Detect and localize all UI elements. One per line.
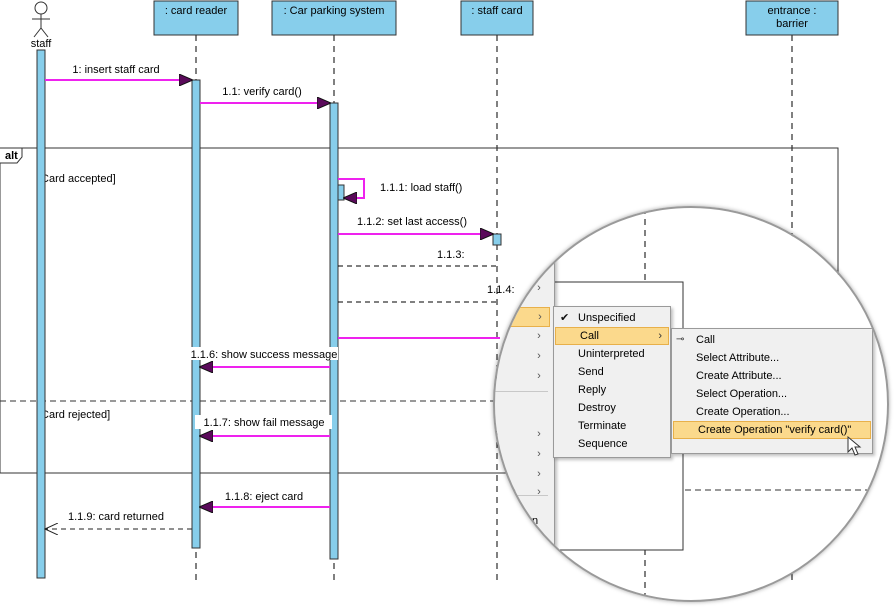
menu-item-label: Call	[696, 334, 715, 346]
menu-item-unspecified[interactable]: ✔ Unspecified	[554, 309, 670, 327]
lifeline-label: : Car parking system	[284, 5, 385, 17]
lifeline-label: : staff card	[471, 5, 522, 17]
message-show-fail[interactable]: 1.1.7: show fail message	[195, 415, 332, 436]
chevron-right-icon[interactable]: ›	[537, 370, 541, 382]
message-label: 1.1.9: card returned	[68, 511, 164, 523]
menu-item-label: Sequence	[578, 438, 628, 450]
chevron-right-icon: ›	[538, 311, 542, 323]
mouse-cursor-icon	[847, 436, 862, 456]
guard-card-rejected: [Card rejected]	[38, 409, 110, 421]
actor-left-leg	[33, 27, 42, 38]
magnifier: › › › › › › › › › › wn ✔ Unspecified Cal…	[495, 208, 887, 600]
lifeline-label-line1: entrance :	[768, 5, 817, 17]
menu-item-label: Select Operation...	[696, 388, 788, 400]
call-arrow-icon: ⊸	[676, 334, 685, 345]
alt-keyword: alt	[5, 150, 18, 162]
message-set-last-access[interactable]: 1.1.2: set last access()	[338, 216, 493, 234]
activation-parking[interactable]	[329, 102, 339, 560]
message-verify-card[interactable]: 1.1: verify card()	[200, 86, 330, 103]
activation-self-call[interactable]	[337, 184, 345, 201]
lifeline-head-barrier[interactable]: entrance : barrier	[745, 0, 839, 36]
message-label: 1.1.1: load staff()	[380, 182, 462, 194]
call-submenu: ⊸ Call Select Attribute... Create Attrib…	[671, 328, 873, 454]
chevron-right-icon[interactable]: ›	[537, 428, 541, 440]
menu-item-label: Select Attribute...	[696, 352, 780, 364]
menu-item-terminate[interactable]: Terminate	[554, 417, 670, 435]
menu-item-create-operation[interactable]: Create Operation...	[672, 403, 872, 421]
menu-item-label: Call	[580, 330, 599, 342]
menu-item-label: Uninterpreted	[578, 348, 645, 360]
activation-card-reader[interactable]	[191, 79, 201, 549]
menu-item-reply[interactable]: Reply	[554, 381, 670, 399]
message-show-success[interactable]: 1.1.6: show success message	[190, 347, 338, 367]
menu-item-label: Send	[578, 366, 604, 378]
menu-item-label: Create Operation "verify card()"	[698, 424, 852, 436]
lifeline-head-card-reader[interactable]: : card reader	[153, 0, 239, 36]
message-label: 1.1.8: eject card	[225, 491, 303, 503]
message-label: 1.1: verify card()	[222, 86, 301, 98]
message-label: 1.1.3:	[437, 249, 465, 261]
menu-divider	[495, 391, 548, 392]
chevron-right-icon[interactable]: ›	[537, 262, 541, 274]
message-context-menu: › › › › › › › › › › wn	[495, 248, 555, 550]
message-load-staff[interactable]: 1.1.1: load staff()	[338, 178, 462, 198]
check-icon: ✔	[560, 312, 570, 324]
menu-item-send[interactable]: Send	[554, 363, 670, 381]
label-bg	[195, 415, 332, 429]
menu-item-label: Reply	[578, 384, 607, 396]
message-label: 1.1.2: set last access()	[357, 216, 467, 228]
menu-item-label: Create Attribute...	[696, 370, 782, 382]
actor-head	[34, 1, 48, 15]
menu-item-label: Unspecified	[578, 312, 636, 324]
chevron-right-icon[interactable]: ›	[537, 330, 541, 342]
menu-item-destroy[interactable]: Destroy	[554, 399, 670, 417]
guard-card-accepted: [Card accepted]	[38, 173, 116, 185]
lifeline-label-line2: barrier	[776, 18, 808, 30]
menu-item-select-operation[interactable]: Select Operation...	[672, 385, 872, 403]
chevron-right-icon[interactable]: ›	[537, 486, 541, 498]
activation-staff[interactable]	[36, 49, 46, 579]
message-label: 1.1.6: show success message	[191, 349, 338, 361]
message-113[interactable]: 1.1.3:	[338, 249, 500, 267]
menu-item-create-attribute[interactable]: Create Attribute...	[672, 367, 872, 385]
message-label: 1.1.7: show fail message	[203, 417, 324, 429]
menu-divider	[495, 495, 548, 496]
message-insert-staff-card[interactable]: 1: insert staff card	[45, 64, 192, 80]
menu-item-label: Destroy	[578, 402, 616, 414]
label-bg	[190, 347, 338, 360]
menu-item-type-highlighted[interactable]: ›	[495, 307, 550, 327]
actor-label: staff	[31, 38, 53, 50]
lifeline-head-staff-card[interactable]: : staff card	[460, 0, 534, 36]
chevron-right-icon[interactable]: ›	[537, 468, 541, 480]
menu-item-call-operation[interactable]: ⊸ Call	[672, 331, 872, 349]
menu-item-sequence[interactable]: Sequence	[554, 435, 670, 453]
menu-item-label: Terminate	[578, 420, 627, 432]
chevron-right-icon[interactable]: ›	[537, 282, 541, 294]
menu-item-create-operation-verify-card[interactable]: Create Operation "verify card()"	[673, 421, 871, 439]
chevron-right-icon: ›	[658, 330, 662, 342]
menu-item-select-attribute[interactable]: Select Attribute...	[672, 349, 872, 367]
chevron-right-icon[interactable]: ›	[537, 350, 541, 362]
lifeline-head-parking[interactable]: : Car parking system	[271, 0, 397, 36]
chevron-right-icon[interactable]: ›	[537, 448, 541, 460]
message-label: 1: insert staff card	[72, 64, 159, 76]
actor-right-leg	[40, 27, 49, 38]
message-eject-card[interactable]: 1.1.8: eject card	[200, 491, 330, 507]
actor-staff[interactable]: staff	[31, 1, 53, 50]
message-114[interactable]: 1.1.4:	[338, 284, 515, 303]
type-submenu: ✔ Unspecified Call › Uninterpreted Send …	[553, 306, 671, 458]
alt-tab	[0, 147, 23, 164]
menu-item-label: Create Operation...	[696, 406, 790, 418]
menu-item-uninterpreted[interactable]: Uninterpreted	[554, 345, 670, 363]
menu-item-partial[interactable]: wn	[524, 515, 539, 527]
lifeline-label: : card reader	[165, 5, 228, 17]
message-card-returned[interactable]: 1.1.9: card returned	[45, 511, 192, 529]
menu-item-call[interactable]: Call ›	[555, 327, 669, 345]
